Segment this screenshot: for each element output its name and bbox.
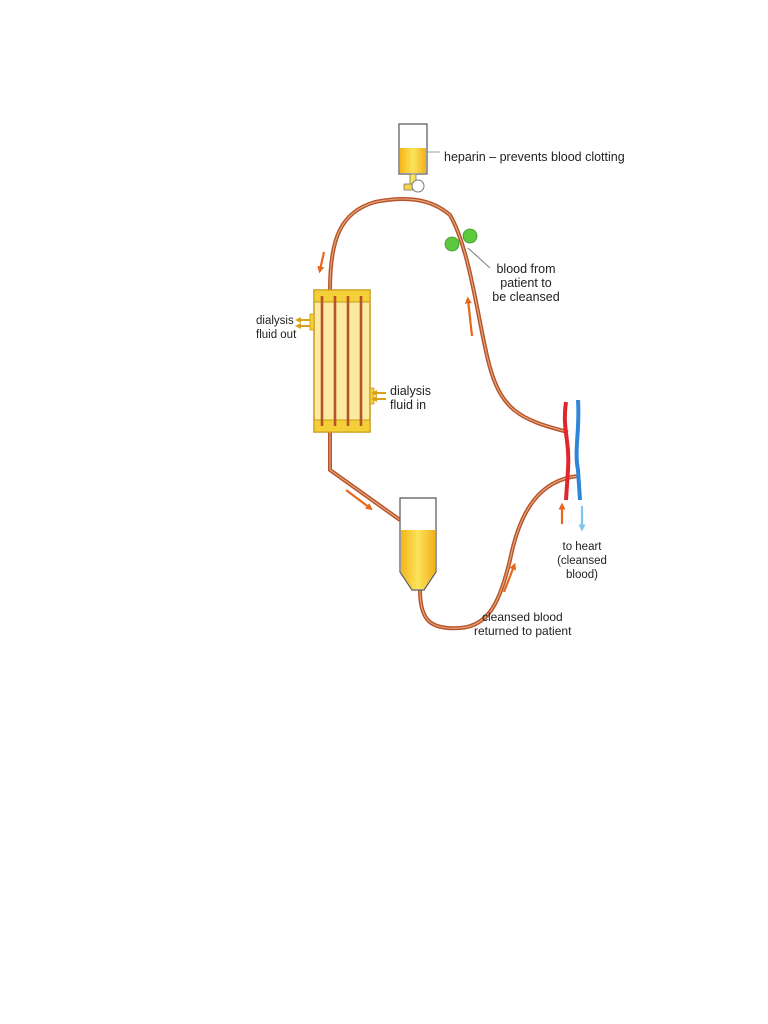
label-leader-blood-from [467,247,491,269]
cleansed-blood-label: cleansed blood returned to patient [474,610,571,638]
heparin-label: heparin – prevents blood clotting [444,150,625,164]
tube-inlet [328,196,569,434]
air-bubble-icon [444,228,478,252]
blood-from-line-2: patient to [500,276,552,290]
to-heart-line-2: (cleansed [557,555,607,567]
flow-arrow-down-left [317,251,326,274]
to-heart-label: to heart (cleansed blood) [550,540,614,582]
heparin-syringe-icon [398,123,440,193]
flow-arrow-return [502,562,517,593]
cleansed-line-1: cleansed blood [482,610,563,624]
heparin-label-text: heparin – prevents blood clotting [444,150,625,164]
tube-return [418,474,579,631]
artery-vessel [562,401,571,501]
fluid-out-line-1: dialysis [256,315,294,327]
dialysis-fluid-out-label: dialysis fluid out [256,314,296,342]
dialyser-icon [309,289,375,433]
tube-to-trap [328,432,402,522]
fluid-in-line-1: dialysis [390,384,431,398]
to-heart-line-1: to heart [562,541,602,553]
blood-from-patient-label: blood from patient to be cleansed [490,262,562,304]
dialysis-fluid-in-label: dialysis fluid in [390,384,431,412]
vein-vessel [574,399,582,501]
fluid-out-line-2: fluid out [256,329,297,341]
flow-arrow-to-trap [345,489,373,511]
fluid-in-line-2: fluid in [390,398,427,412]
flow-arrow-up-right [464,296,474,337]
cleansed-line-2: returned to patient [474,624,572,638]
fluid-out-arrows [295,317,310,329]
bubble-trap-icon [399,497,437,591]
blood-from-line-1: blood from [496,262,556,276]
blood-from-line-3: be cleansed [492,290,560,304]
to-heart-line-3: blood) [566,569,598,581]
fluid-in-arrows [371,390,386,402]
